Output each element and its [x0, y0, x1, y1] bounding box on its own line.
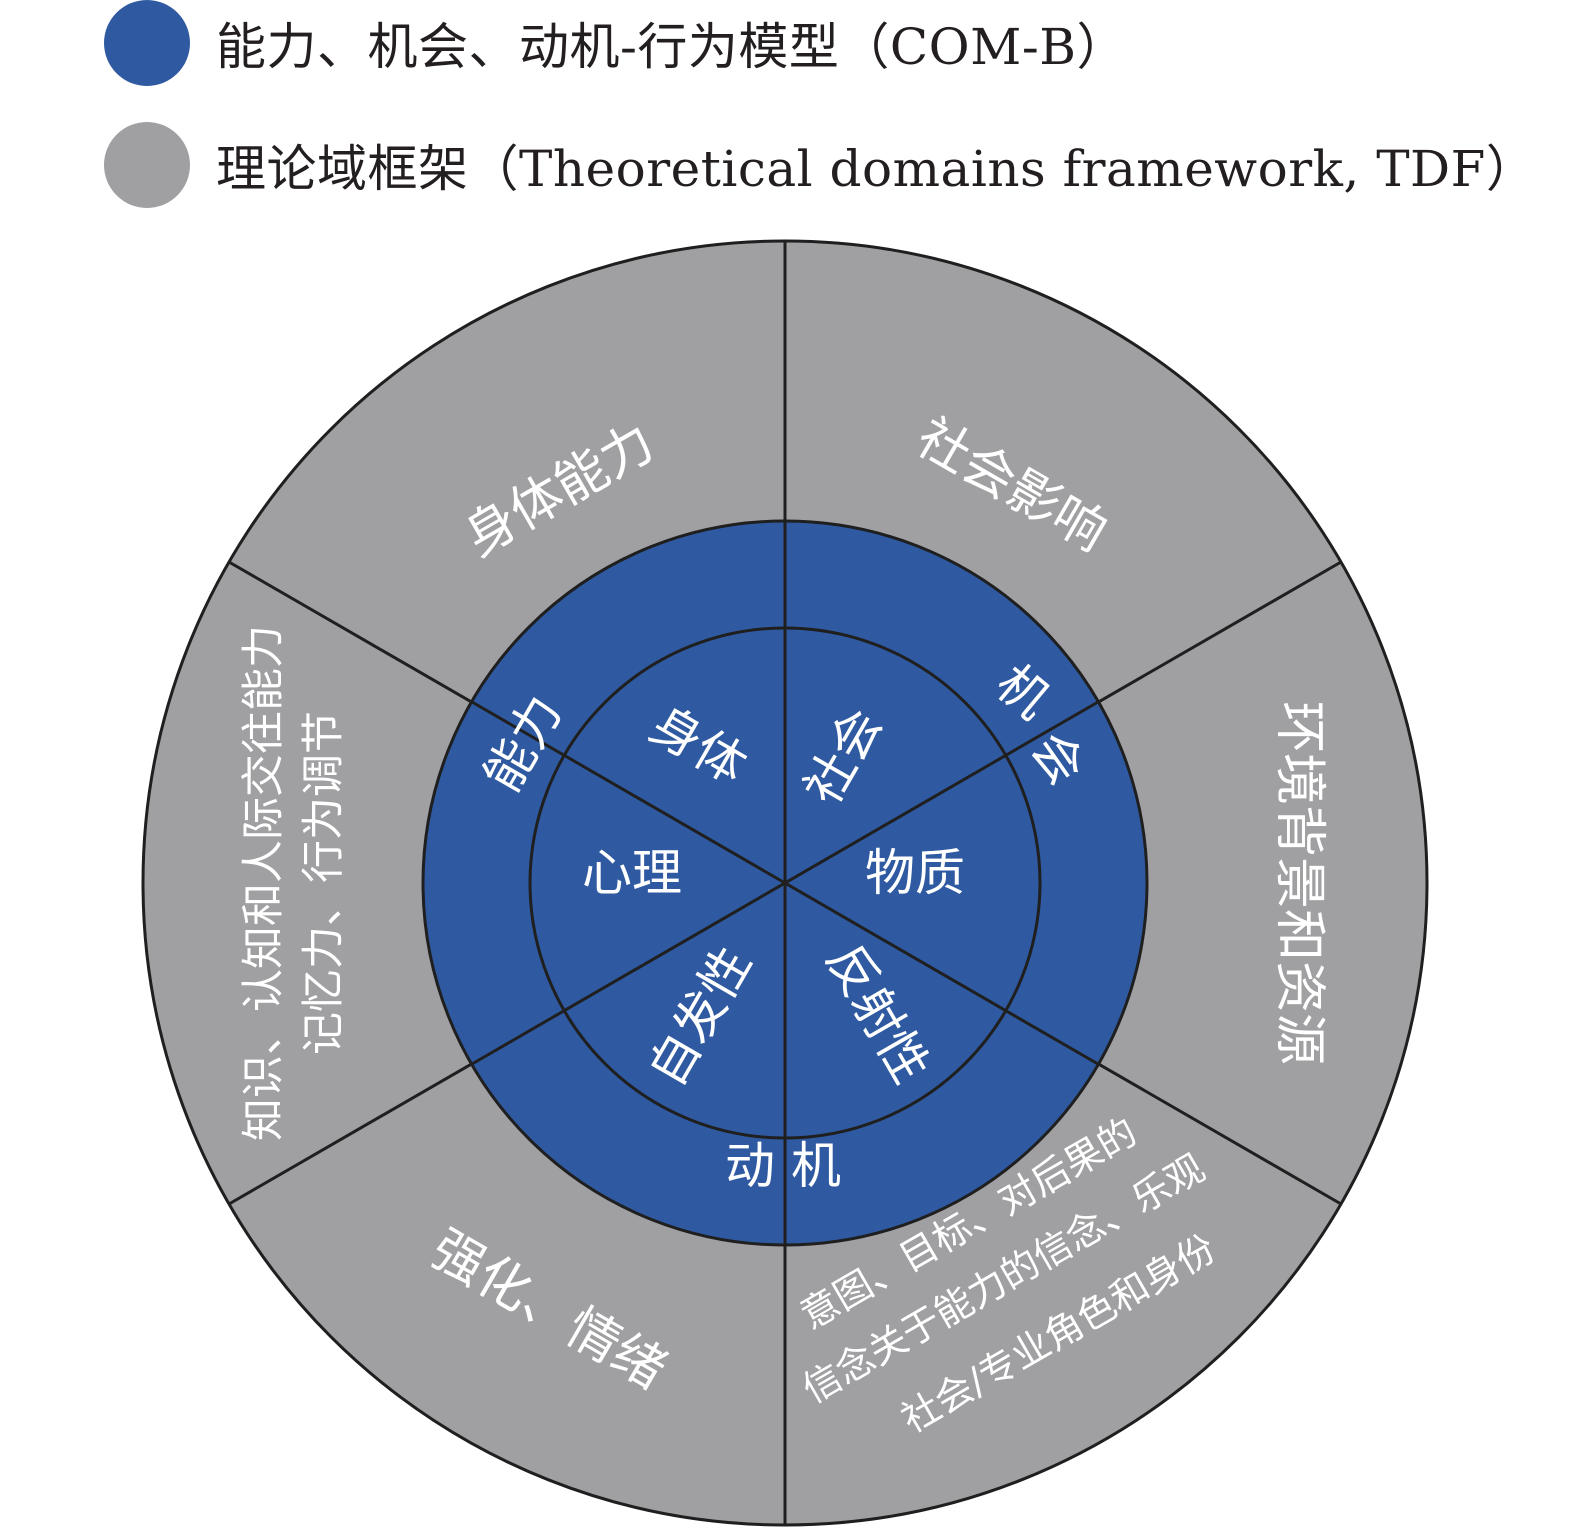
legend-com-b-swatch: [104, 0, 190, 86]
legend-tdf-swatch: [104, 122, 190, 208]
com-b-motivation-label: 动 机: [725, 1137, 841, 1195]
legend-com-b-label: 能力、机会、动机-行为模型（COM-B）: [216, 18, 1127, 76]
tdf-cognitive-label-line1: 知识、认知和人际交往能力: [239, 625, 289, 1141]
tdf-environment-label: 环境背景和资源: [1269, 701, 1329, 1065]
inner-divider-diagonal-b: [471, 700, 1099, 1066]
legend-tdf: 理论域框架（Theoretical domains framework, TDF…: [104, 122, 1536, 208]
inner-physical-material-label: 物质: [865, 844, 965, 902]
legend-com-b: 能力、机会、动机-行为模型（COM-B）: [104, 0, 1127, 86]
inner-psychological-label: 心理: [582, 844, 682, 902]
tdf-cognitive-label-line2: 记忆力、行为调节: [299, 711, 349, 1055]
legend-tdf-label: 理论域框架（Theoretical domains framework, TDF…: [216, 140, 1537, 198]
